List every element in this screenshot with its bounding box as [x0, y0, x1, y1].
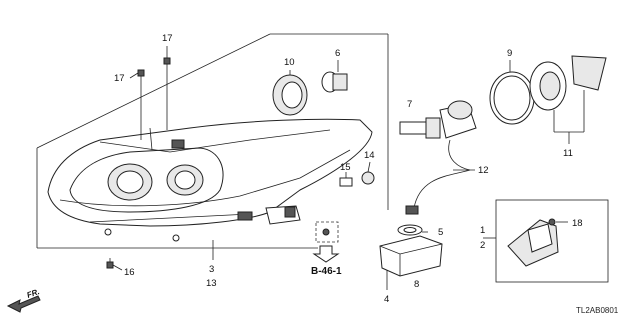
ring-9: [489, 60, 535, 125]
diagram-code: TL2AB0801: [576, 306, 619, 315]
leader-17b: [149, 127, 153, 151]
hid-bulb-7: [399, 100, 477, 139]
callout-17a: 17: [162, 33, 173, 44]
front-direction-arrow: [6, 295, 41, 313]
front-direction-label: FR.: [26, 287, 41, 300]
seal-5: [397, 224, 428, 236]
cable-12: [405, 139, 471, 215]
callout-12: 12: [478, 165, 489, 176]
cap-11: [529, 55, 607, 144]
callout-14: 14: [364, 150, 375, 161]
callout-4: 4: [384, 294, 389, 305]
socket-14: [361, 161, 375, 185]
callout-17b: 17: [114, 73, 125, 84]
callout-7: 7: [407, 99, 412, 110]
headlight-assembly: [47, 118, 373, 242]
callout-5: 5: [438, 227, 443, 238]
bolt-17a: [163, 46, 171, 130]
assembly-boundary: [36, 33, 389, 249]
callout-13: 13: [206, 278, 217, 289]
bulb-15: [339, 172, 353, 187]
section-reference: B-46-1: [311, 266, 342, 277]
bolt-17b: [129, 69, 145, 140]
callout-11: 11: [563, 148, 573, 159]
bulb-6: [321, 60, 348, 93]
callout-1: 1: [480, 225, 485, 236]
callout-9: 9: [507, 48, 512, 59]
callout-2: 2: [480, 240, 485, 251]
callout-8: 8: [414, 279, 419, 290]
reference-box: [312, 221, 340, 263]
callout-15: 15: [340, 162, 351, 173]
callout-10: 10: [284, 57, 295, 68]
ballast-8: [379, 235, 443, 277]
dust-cover-10: [272, 70, 308, 116]
bracket-assembly: [495, 199, 609, 283]
bolt-16: [106, 258, 123, 271]
callout-3: 3: [209, 264, 214, 275]
callout-16: 16: [124, 267, 135, 278]
callout-6: 6: [335, 48, 340, 59]
callout-18: 18: [572, 218, 583, 229]
